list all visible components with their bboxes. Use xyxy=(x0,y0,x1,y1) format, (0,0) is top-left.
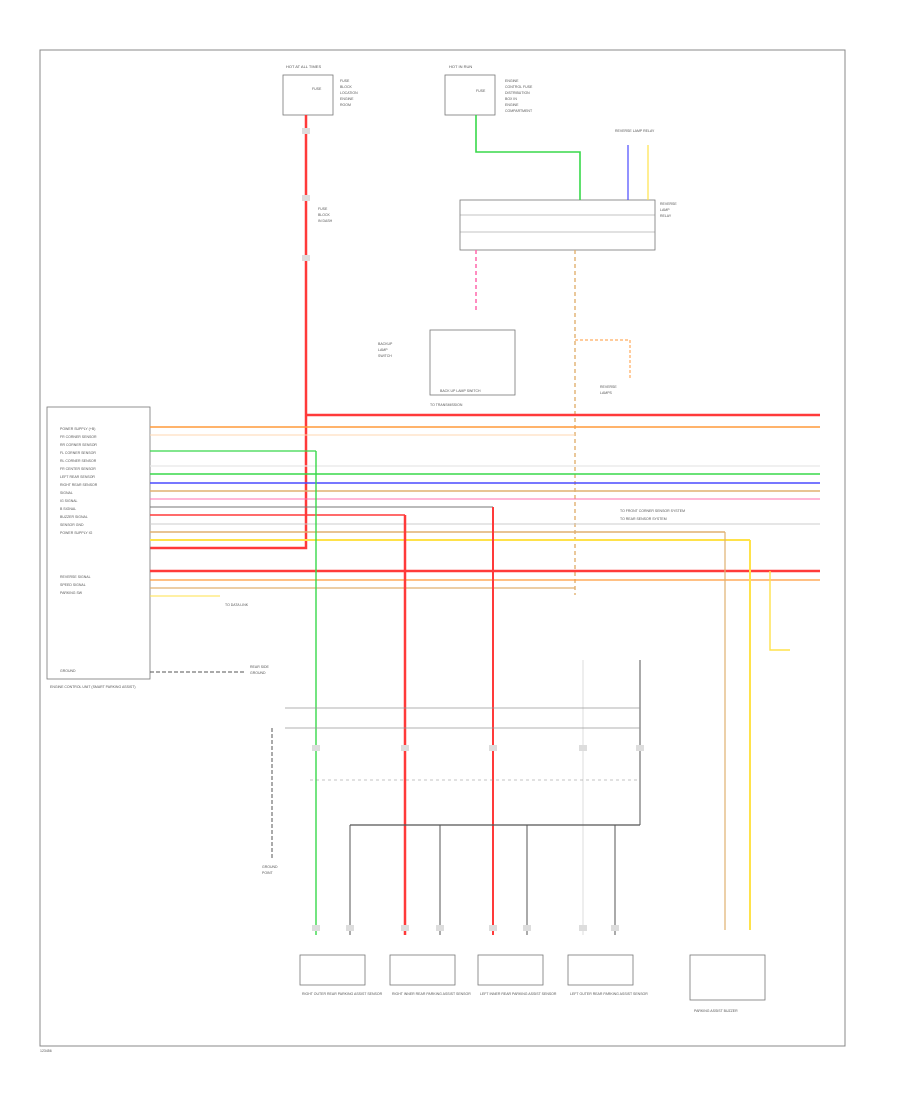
svg-text:TO REAR SENSOR SYSTEM: TO REAR SENSOR SYSTEM xyxy=(620,517,667,521)
sensor-left-inner: LEFT INNER REAR PARKING ASSIST SENSOR xyxy=(477,954,557,996)
pin-label: REVERSE SIGNAL xyxy=(60,575,91,579)
svg-text:LAMP: LAMP xyxy=(660,208,670,212)
svg-text:SWITCH: SWITCH xyxy=(378,354,392,358)
svg-text:REVERSE: REVERSE xyxy=(600,385,617,389)
svg-text:PARKING ASSIST BUZZER: PARKING ASSIST BUZZER xyxy=(694,1009,738,1013)
sensor-right-inner: RIGHT INNER REAR PARKING ASSIST SENSOR xyxy=(389,954,471,996)
svg-text:LAMP: LAMP xyxy=(378,348,388,352)
svg-text:POINT: POINT xyxy=(262,871,274,875)
svg-text:ENGINE: ENGINE xyxy=(340,97,354,101)
svg-text:LAMPS: LAMPS xyxy=(600,391,613,395)
pin-label: RIGHT REAR SENSOR xyxy=(60,483,98,487)
wire-green-top xyxy=(475,115,581,200)
diagram-frame xyxy=(39,49,846,1047)
svg-text:RELAY: RELAY xyxy=(660,214,672,218)
pin-label: GROUND xyxy=(60,669,76,673)
fuse-box-hot-at-all-times: HOT AT ALL TIMES FUSE FUSE BLOCK LOCATIO… xyxy=(282,64,358,116)
svg-text:HOT AT ALL TIMES: HOT AT ALL TIMES xyxy=(286,64,321,69)
shield-bus xyxy=(285,707,640,781)
svg-text:ENGINE: ENGINE xyxy=(505,103,519,107)
ecm-bus-wires xyxy=(150,413,820,597)
pin-label: FR CENTER SENSOR xyxy=(60,467,96,471)
svg-text:ENGINE CONTROL UNIT (SMART PAR: ENGINE CONTROL UNIT (SMART PARKING ASSIS… xyxy=(50,685,136,689)
svg-text:BLOCK: BLOCK xyxy=(318,213,331,217)
svg-text:BACK UP LAMP SWITCH: BACK UP LAMP SWITCH xyxy=(440,389,481,393)
sensor-feed-wires xyxy=(315,451,641,935)
svg-text:ENGINE: ENGINE xyxy=(505,79,519,83)
svg-text:LEFT OUTER REAR PARKING ASSIST: LEFT OUTER REAR PARKING ASSIST SENSOR xyxy=(570,992,648,996)
pin-label: RR CORNER SENSOR xyxy=(60,443,97,447)
svg-text:FUSE: FUSE xyxy=(476,89,486,93)
svg-text:TO DATA LINK: TO DATA LINK xyxy=(225,603,249,607)
svg-text:FUSE: FUSE xyxy=(312,87,322,91)
pin-label: SIGNAL xyxy=(60,491,73,495)
pin-label: B SIGNAL xyxy=(60,507,76,511)
svg-text:FUSE: FUSE xyxy=(318,207,328,211)
pin-label: FR CORNER SENSOR xyxy=(60,435,97,439)
svg-text:REVERSE: REVERSE xyxy=(660,202,677,206)
sensor-left-outer: LEFT OUTER REAR PARKING ASSIST SENSOR xyxy=(567,954,648,996)
svg-text:HOT IN RUN: HOT IN RUN xyxy=(449,64,472,69)
wire-yellow-buzzer xyxy=(769,571,790,651)
pin-label: LEFT REAR SENSOR xyxy=(60,475,95,479)
parking-assist-buzzer: PARKING ASSIST BUZZER xyxy=(689,954,766,1013)
svg-text:TO TRANSMISSION: TO TRANSMISSION xyxy=(430,403,463,407)
pin-label: IG SIGNAL xyxy=(60,499,78,503)
footer-code: 123456 xyxy=(40,1049,52,1053)
backup-lamp-switch: BACK UP LAMP SWITCH BACKUP LAMP SWITCH xyxy=(378,329,516,396)
svg-text:GROUND: GROUND xyxy=(262,865,278,869)
svg-text:TO FRONT CORNER SENSOR SYSTEM: TO FRONT CORNER SENSOR SYSTEM xyxy=(620,509,685,513)
svg-text:BACKUP: BACKUP xyxy=(378,342,393,346)
fuse-box-hot-in-run: HOT IN RUN FUSE ENGINE CONTROL FUSE DIST… xyxy=(444,64,533,116)
pin-label: SENSOR GND xyxy=(60,523,84,527)
svg-text:CONTROL FUSE: CONTROL FUSE xyxy=(505,85,533,89)
connector-power-upper xyxy=(302,128,310,261)
pin-label: POWER SUPPLY IG xyxy=(60,531,93,535)
pin-label: RL CORNER SENSOR xyxy=(60,459,97,463)
svg-text:GROUND: GROUND xyxy=(250,671,266,675)
ecm-block: ENGINE CONTROL UNIT (SMART PARKING ASSIS… xyxy=(46,406,151,689)
svg-text:IN DASH: IN DASH xyxy=(318,219,333,223)
svg-text:FUSE: FUSE xyxy=(340,79,350,83)
pin-label: BUZZER SIGNAL xyxy=(60,515,88,519)
svg-text:BOX IN: BOX IN xyxy=(505,97,517,101)
svg-text:REAR SIDE: REAR SIDE xyxy=(250,665,270,669)
svg-text:RIGHT OUTER REAR PARKING ASSIS: RIGHT OUTER REAR PARKING ASSIST SENSOR xyxy=(302,992,383,996)
pin-label: FL CORNER SENSOR xyxy=(60,451,96,455)
svg-text:RIGHT INNER REAR PARKING ASSIS: RIGHT INNER REAR PARKING ASSIST SENSOR xyxy=(392,992,471,996)
pin-label: POWER SUPPLY (+B) xyxy=(60,427,95,431)
pin-label: PARKING SW xyxy=(60,591,83,595)
svg-text:COMPARTMENT: COMPARTMENT xyxy=(505,109,533,113)
svg-text:BLOCK: BLOCK xyxy=(340,85,353,89)
relay-block: REVERSE LAMP RELAY xyxy=(459,199,677,251)
connector-marks xyxy=(312,745,644,931)
ecm-pin-labels: POWER SUPPLY (+B) FR CORNER SENSOR RR CO… xyxy=(60,427,98,673)
sensor-right-outer: RIGHT OUTER REAR PARKING ASSIST SENSOR xyxy=(299,954,383,996)
wire-orange-relay xyxy=(575,339,631,380)
svg-text:LOCATION: LOCATION xyxy=(340,91,358,95)
pin-label: SPEED SIGNAL xyxy=(60,583,86,587)
svg-text:DISTRIBUTION: DISTRIBUTION xyxy=(505,91,530,95)
svg-text:LEFT INNER REAR PARKING ASSIST: LEFT INNER REAR PARKING ASSIST SENSOR xyxy=(480,992,557,996)
svg-text:ROOM: ROOM xyxy=(340,103,351,107)
svg-text:REVERSE LAMP RELAY: REVERSE LAMP RELAY xyxy=(615,129,655,133)
